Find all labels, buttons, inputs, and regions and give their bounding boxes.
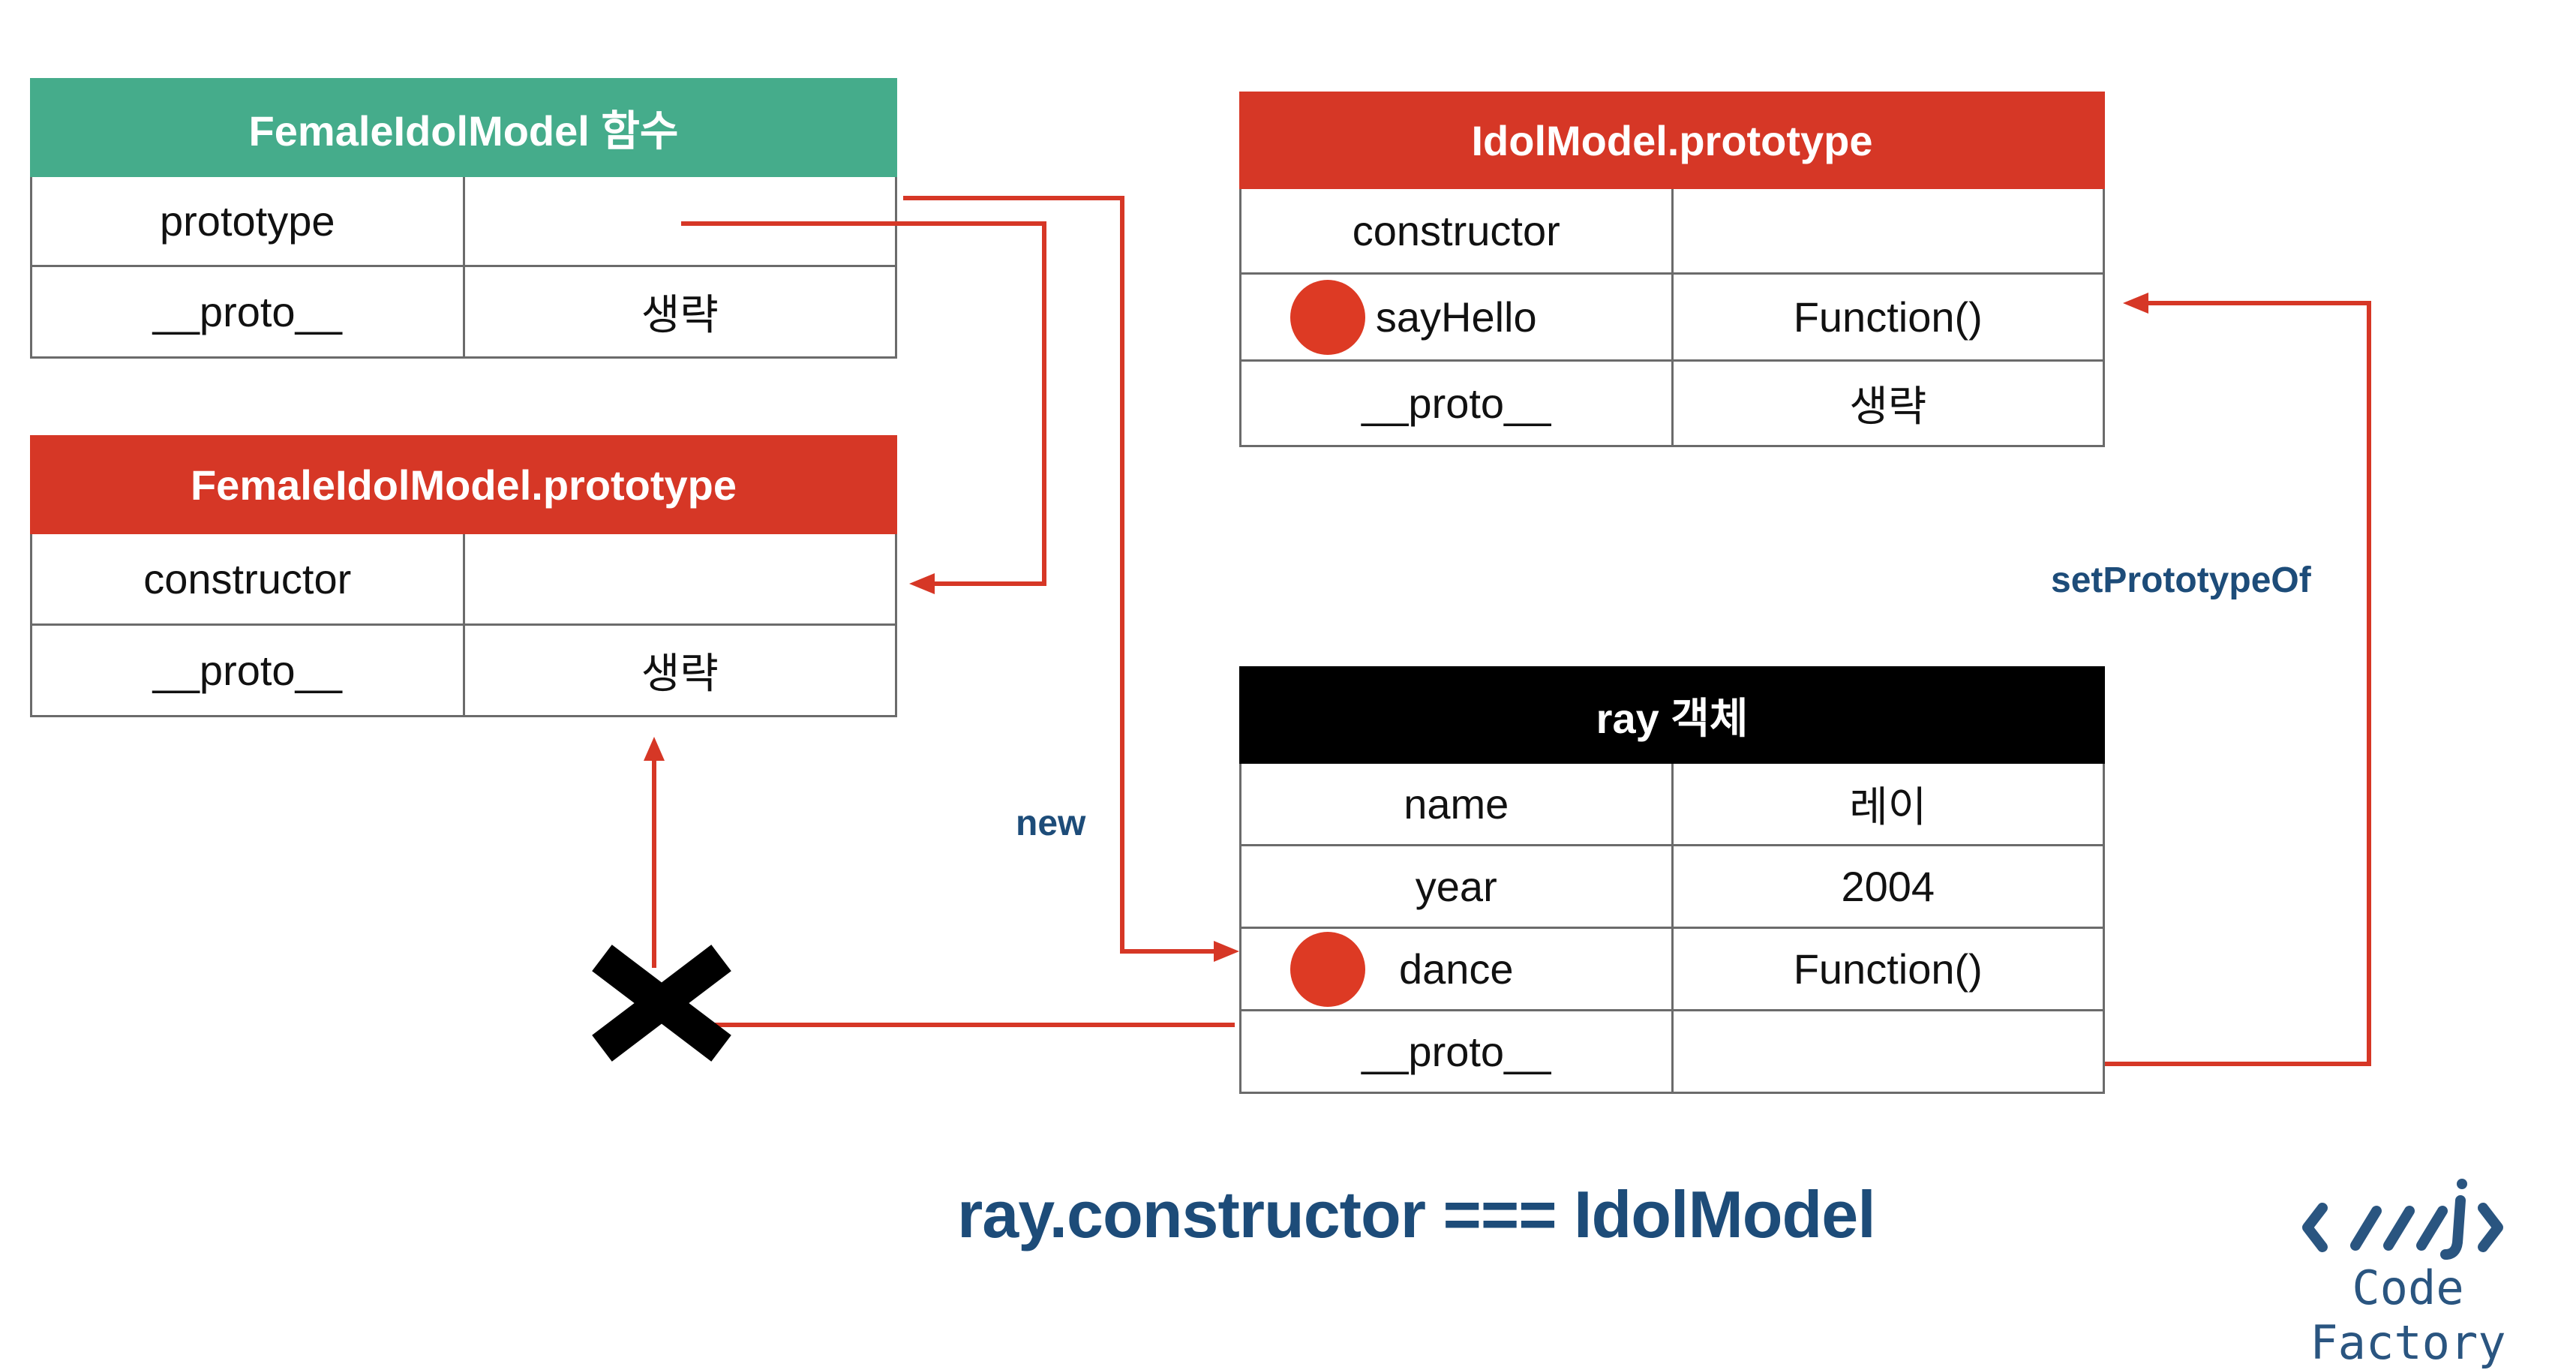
table-row: constructor bbox=[1239, 189, 2105, 275]
cross-icon bbox=[592, 945, 731, 1062]
table-header: ray 객체 bbox=[1239, 666, 2105, 764]
row-key: year bbox=[1415, 863, 1497, 910]
table-row: dance Function() bbox=[1239, 929, 2105, 1011]
row-key: sayHello bbox=[1375, 293, 1537, 341]
row-value bbox=[1671, 1011, 2103, 1092]
table-row: constructor bbox=[30, 534, 897, 626]
row-key-cell: dance bbox=[1241, 929, 1671, 1009]
table-row: __proto__ bbox=[1239, 1011, 2105, 1094]
row-key: __proto__ bbox=[152, 647, 342, 694]
arrowhead-left bbox=[2123, 293, 2148, 314]
red-dot-marker bbox=[1290, 279, 1365, 355]
arrowhead-up bbox=[644, 737, 665, 761]
row-value bbox=[1671, 189, 2103, 272]
red-dot-marker bbox=[1290, 931, 1365, 1007]
row-key: __proto__ bbox=[1362, 1028, 1551, 1075]
row-key-cell: sayHello bbox=[1241, 275, 1671, 359]
row-value: 생략 bbox=[462, 267, 896, 356]
equation-text: ray.constructor === IdolModel bbox=[957, 1177, 1876, 1251]
table-header: IdolModel.prototype bbox=[1239, 92, 2105, 189]
row-key: name bbox=[1404, 780, 1509, 828]
prototype-arrow bbox=[681, 221, 1046, 586]
row-key: prototype bbox=[160, 197, 335, 245]
row-value bbox=[462, 534, 896, 623]
row-value: 생략 bbox=[462, 626, 896, 715]
table-row: year 2004 bbox=[1239, 846, 2105, 929]
arrowhead-left bbox=[909, 573, 935, 594]
new-arrow bbox=[903, 196, 1224, 954]
row-value bbox=[462, 177, 896, 265]
female-idol-model-prototype-table: FemaleIdolModel.prototype constructor __… bbox=[30, 435, 897, 717]
table-row: __proto__ 생략 bbox=[30, 267, 897, 359]
table-header: FemaleIdolModel 함수 bbox=[30, 78, 897, 177]
table-row: sayHello Function() bbox=[1239, 275, 2105, 362]
arrowhead-right bbox=[1214, 941, 1239, 962]
set-prototype-of-arrow bbox=[2105, 301, 2371, 1066]
row-value: 생략 bbox=[1671, 362, 2103, 445]
row-key: constructor bbox=[1352, 207, 1560, 254]
female-idol-model-function-table: FemaleIdolModel 함수 prototype __proto__ 생… bbox=[30, 78, 897, 359]
row-key: __proto__ bbox=[152, 288, 342, 335]
row-value: 레이 bbox=[1671, 764, 2103, 844]
table-header: FemaleIdolModel.prototype bbox=[30, 435, 897, 534]
table-row: __proto__ 생략 bbox=[30, 626, 897, 717]
new-label: new bbox=[1016, 804, 1086, 843]
row-value: Function() bbox=[1671, 929, 2103, 1009]
connector-arrows bbox=[592, 196, 2371, 1066]
ray-object-table: ray 객체 name 레이 year 2004 dance Function(… bbox=[1239, 666, 2105, 1094]
set-prototype-of-label: setPrototypeOf bbox=[2051, 560, 2311, 600]
row-key: dance bbox=[1398, 945, 1514, 993]
row-key: __proto__ bbox=[1362, 380, 1551, 427]
logo-text: Code Factory bbox=[2310, 1260, 2506, 1370]
table-row: name 레이 bbox=[1239, 764, 2105, 846]
code-factory-logo bbox=[2302, 1179, 2503, 1260]
idol-model-prototype-table: IdolModel.prototype constructor sayHello… bbox=[1239, 92, 2105, 447]
row-value: Function() bbox=[1671, 275, 2103, 359]
row-value: 2004 bbox=[1671, 846, 2103, 927]
table-row: __proto__ 생략 bbox=[1239, 362, 2105, 447]
row-key: constructor bbox=[143, 555, 352, 602]
